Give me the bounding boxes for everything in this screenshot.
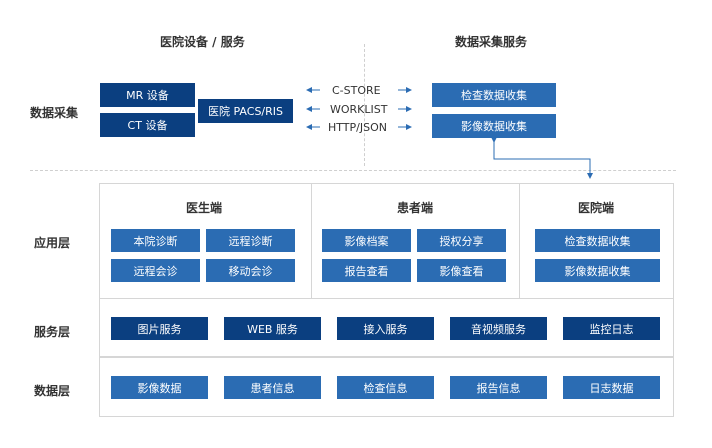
app-divider-1 [311,184,312,298]
patient-section-title: 患者端 [397,201,434,215]
av-service-box: 音视频服务 [450,317,547,340]
hospital-equipment-header: 医院设备 / 服务 [160,35,245,49]
section-divider [30,170,676,171]
image-archive-box: 影像档案 [322,229,411,252]
hospital-exam-collection-box: 检查数据收集 [535,229,660,252]
mr-device-box: MR 设备 [100,83,195,107]
pacs-ris-box: 医院 PACS/RIS [198,99,293,123]
mobile-consultation-box: 移动会诊 [206,259,295,282]
protocol-httpjson-label: HTTP/JSON [328,121,387,134]
remote-diagnosis-box: 远程诊断 [206,229,295,252]
web-service-box: WEB 服务 [224,317,321,340]
app-divider-2 [519,184,520,298]
exam-info-box: 检查信息 [337,376,434,399]
report-view-box: 报告查看 [322,259,411,282]
log-data-box: 日志数据 [563,376,660,399]
image-service-box: 图片服务 [111,317,208,340]
protocol-worklist-label: WORKLIST [330,103,388,116]
row-label-application: 应用层 [34,236,71,250]
remote-consultation-box: 远程会诊 [111,259,200,282]
collection-service-header: 数据采集服务 [455,35,528,49]
patient-info-box: 患者信息 [224,376,321,399]
column-divider [364,44,365,166]
image-view-box: 影像查看 [417,259,506,282]
row-label-collection: 数据采集 [30,106,79,120]
collection-to-hospital-connector [491,137,593,179]
row-label-service: 服务层 [34,325,71,339]
report-info-box: 报告信息 [450,376,547,399]
doctor-section-title: 医生端 [186,201,223,215]
protocol-cstore-label: C-STORE [332,84,381,97]
hospital-section-title: 医院端 [578,201,615,215]
access-service-box: 接入服务 [337,317,434,340]
exam-data-collection-box: 检查数据收集 [432,83,556,107]
image-data-collection-box: 影像数据收集 [432,114,556,138]
local-diagnosis-box: 本院诊断 [111,229,200,252]
monitor-log-box: 监控日志 [563,317,660,340]
image-data-box: 影像数据 [111,376,208,399]
row-label-data: 数据层 [34,384,71,398]
authorized-share-box: 授权分享 [417,229,506,252]
ct-device-box: CT 设备 [100,113,195,137]
hospital-image-collection-box: 影像数据收集 [535,259,660,282]
